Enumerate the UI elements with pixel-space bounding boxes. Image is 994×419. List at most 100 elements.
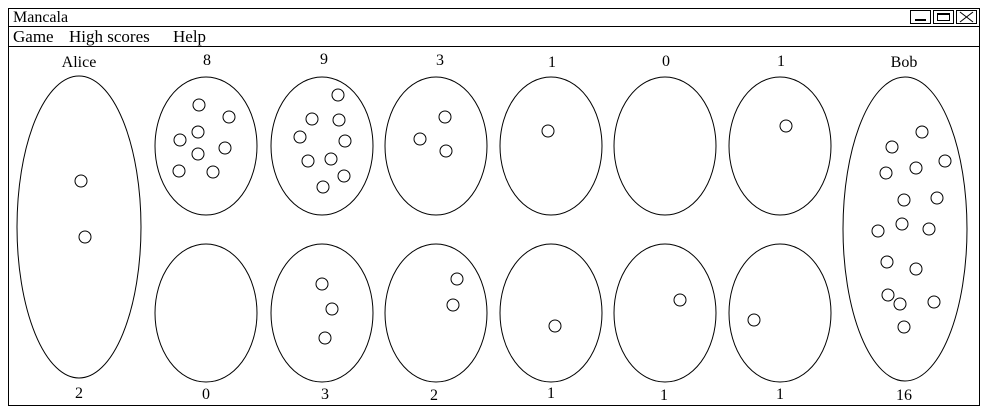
stones-pit-top-4 bbox=[541, 124, 555, 138]
pit-bottom-2[interactable] bbox=[270, 243, 374, 383]
stone bbox=[930, 191, 944, 205]
stone bbox=[331, 88, 345, 102]
stone bbox=[337, 169, 351, 183]
pit-top-3[interactable] bbox=[384, 76, 488, 216]
top-pit-count-3: 3 bbox=[436, 52, 444, 69]
stone bbox=[318, 331, 332, 345]
stone bbox=[305, 112, 319, 126]
maximize-icon[interactable] bbox=[933, 10, 954, 24]
stone bbox=[74, 174, 88, 188]
bottom-pit-count-5: 1 bbox=[660, 387, 668, 404]
stones-pit-top-2 bbox=[293, 88, 352, 194]
bottom-pit-count-2: 3 bbox=[321, 386, 329, 403]
stone bbox=[779, 119, 793, 133]
stone bbox=[871, 224, 885, 238]
stone bbox=[927, 295, 941, 309]
stone bbox=[78, 230, 92, 244]
stones-store-left bbox=[74, 174, 92, 244]
menu-bar: Game High scores Help bbox=[9, 27, 979, 47]
stones-pit-bottom-5 bbox=[673, 293, 687, 307]
stone bbox=[915, 125, 929, 139]
stone bbox=[548, 319, 562, 333]
pit-bottom-1[interactable] bbox=[154, 243, 258, 383]
stone bbox=[438, 110, 452, 124]
store-left bbox=[16, 75, 142, 379]
stone bbox=[747, 313, 761, 327]
pit-bottom-4[interactable] bbox=[499, 243, 603, 383]
pit-bottom-6[interactable] bbox=[728, 243, 832, 383]
stone bbox=[541, 124, 555, 138]
stone bbox=[206, 165, 220, 179]
stone bbox=[881, 288, 895, 302]
window-controls bbox=[910, 10, 977, 25]
stones-pit-bottom-4 bbox=[548, 319, 562, 333]
stones-pit-top-6 bbox=[779, 119, 793, 133]
pit-top-5[interactable] bbox=[613, 76, 717, 216]
stone bbox=[325, 302, 339, 316]
stone bbox=[893, 297, 907, 311]
stone bbox=[909, 161, 923, 175]
stones-pit-top-3 bbox=[413, 110, 453, 158]
stone bbox=[879, 166, 893, 180]
stone bbox=[880, 255, 894, 269]
top-pit-count-1: 8 bbox=[203, 52, 211, 69]
stone bbox=[673, 293, 687, 307]
stone bbox=[413, 132, 427, 146]
pit-top-6[interactable] bbox=[728, 76, 832, 216]
player-name-left: Alice bbox=[62, 54, 97, 71]
pit-top-4[interactable] bbox=[499, 76, 603, 216]
stone bbox=[316, 180, 330, 194]
close-icon[interactable] bbox=[956, 10, 977, 24]
store-right bbox=[842, 76, 968, 382]
pit-top-2[interactable] bbox=[270, 76, 374, 216]
stone bbox=[301, 154, 315, 168]
stone bbox=[338, 134, 352, 148]
stones-pit-bottom-2 bbox=[315, 277, 339, 345]
stones-pit-top-1 bbox=[172, 98, 236, 179]
stone bbox=[439, 144, 453, 158]
stone bbox=[909, 262, 923, 276]
stone bbox=[191, 147, 205, 161]
stone bbox=[173, 133, 187, 147]
stone bbox=[218, 141, 232, 155]
bottom-pit-count-3: 2 bbox=[430, 387, 438, 404]
player-name-right: Bob bbox=[891, 54, 918, 71]
top-pit-count-4: 1 bbox=[548, 54, 556, 71]
stone bbox=[450, 272, 464, 286]
stone bbox=[446, 298, 460, 312]
stone bbox=[293, 130, 307, 144]
stone bbox=[885, 140, 899, 154]
top-pit-count-5: 0 bbox=[662, 53, 670, 70]
menu-help[interactable]: Help bbox=[173, 27, 207, 46]
mancala-board: Alice Bob 8 9 3 1 0 1 2 0 3 2 1 1 1 16 bbox=[16, 51, 968, 404]
stones-store-right bbox=[871, 125, 952, 334]
top-pit-count-6: 1 bbox=[777, 53, 785, 70]
stone bbox=[191, 125, 205, 139]
window-title: Mancala bbox=[13, 9, 69, 26]
store-count-right: 16 bbox=[896, 387, 912, 404]
mancala-window: Mancala Game High scores Help Alice Bob … bbox=[8, 8, 980, 406]
store-count-left: 2 bbox=[75, 385, 83, 402]
bottom-pit-count-6: 1 bbox=[776, 386, 784, 403]
stone bbox=[897, 320, 911, 334]
stone bbox=[332, 113, 346, 127]
stone bbox=[222, 110, 236, 124]
menu-high-scores[interactable]: High scores bbox=[69, 27, 150, 46]
pit-bottom-3[interactable] bbox=[384, 243, 488, 383]
minimize-icon[interactable] bbox=[910, 10, 931, 24]
top-pit-count-2: 9 bbox=[320, 51, 328, 68]
stone bbox=[324, 152, 338, 166]
stone bbox=[897, 193, 911, 207]
stones-pit-bottom-3 bbox=[446, 272, 464, 312]
title-bar: Mancala bbox=[9, 9, 979, 27]
stone bbox=[172, 164, 186, 178]
pit-top-1[interactable] bbox=[154, 76, 258, 216]
stone bbox=[938, 154, 952, 168]
pit-bottom-5[interactable] bbox=[613, 243, 717, 383]
stone bbox=[315, 277, 329, 291]
stone bbox=[895, 217, 909, 231]
stones-pit-bottom-6 bbox=[747, 313, 761, 327]
menu-game[interactable]: Game bbox=[13, 27, 54, 46]
stone bbox=[192, 98, 206, 112]
stone bbox=[922, 222, 936, 236]
